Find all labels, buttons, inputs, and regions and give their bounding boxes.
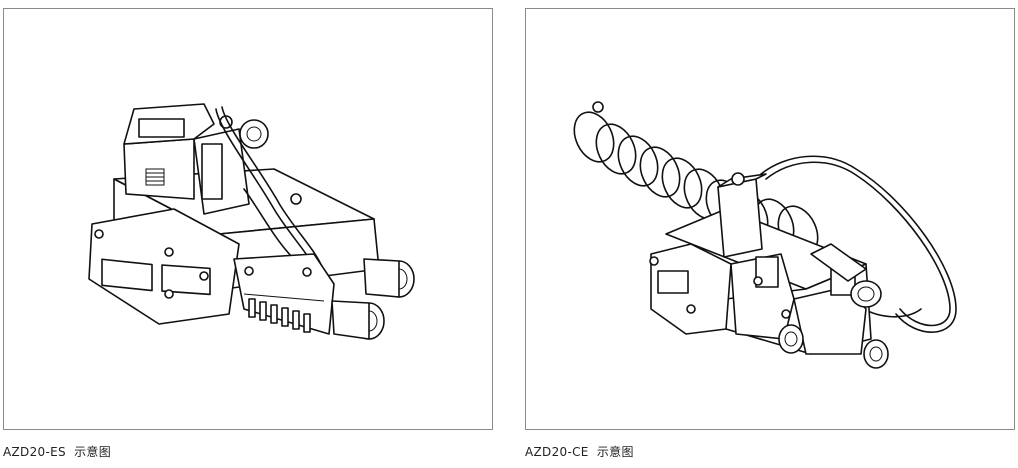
- screw-5: [244, 266, 254, 276]
- connector-plug: [239, 119, 269, 149]
- fitting-2: [863, 339, 889, 369]
- screw-1: [94, 229, 104, 239]
- screw-2: [686, 304, 696, 314]
- connector-cylinder: [810, 243, 867, 282]
- fitting-1: [778, 324, 804, 354]
- screw-1: [649, 256, 659, 266]
- screw-3: [199, 271, 209, 281]
- screw-3: [753, 276, 763, 286]
- azd20-ce-drawing: [573, 101, 957, 369]
- screw-6: [302, 267, 312, 277]
- screw-4: [781, 309, 791, 319]
- sensor-display: [138, 118, 185, 138]
- screw-4: [164, 247, 174, 257]
- air-tube: [215, 108, 317, 272]
- lower-housing: [650, 243, 732, 335]
- sensor-tower: [717, 178, 763, 258]
- long-cable: [760, 155, 957, 333]
- body-port: [290, 193, 302, 205]
- azd20-es-drawing: [88, 103, 415, 340]
- window-2: [161, 264, 211, 296]
- connector-end: [850, 280, 882, 308]
- silencer-fins: [248, 298, 311, 333]
- valve-coil: [201, 143, 223, 200]
- figure-panel-azd20-ce: [525, 8, 1015, 430]
- figure-panel-azd20-es: [3, 8, 493, 430]
- window-1: [101, 258, 153, 292]
- screw-2: [164, 289, 174, 299]
- figure-caption: AZD20-CE 示意图: [525, 445, 634, 459]
- figure-caption: AZD20-ES 示意图: [3, 445, 111, 459]
- window: [657, 270, 689, 294]
- cable-clip: [731, 172, 745, 186]
